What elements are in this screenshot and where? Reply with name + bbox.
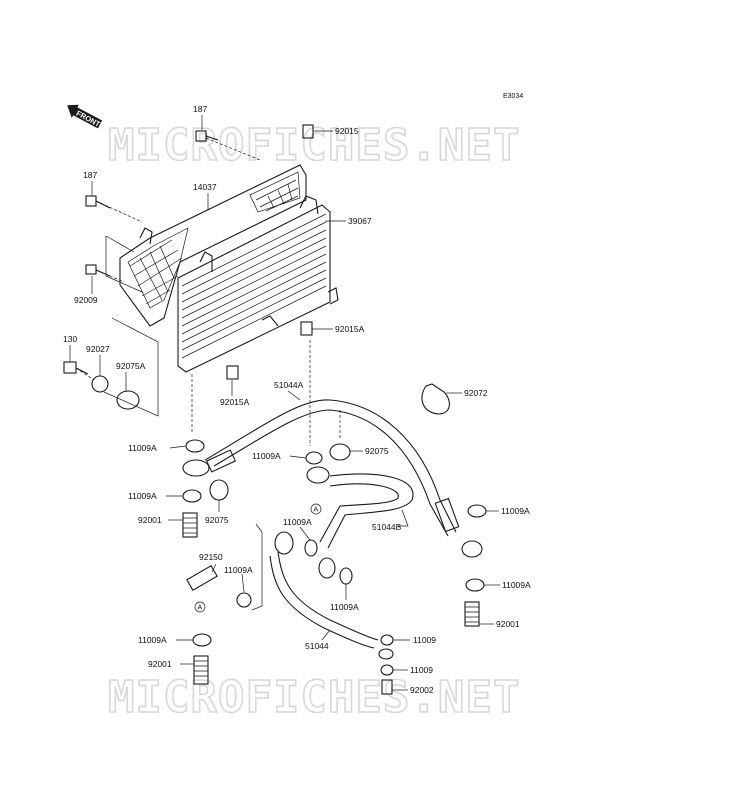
washer-11009A-icon bbox=[236, 592, 252, 608]
label-51044: 51044 bbox=[305, 641, 329, 651]
clip-92015-icon bbox=[302, 124, 314, 139]
banjo-fitting-51044A-right-icon bbox=[434, 497, 483, 558]
label-51044A: 51044A bbox=[274, 380, 304, 390]
grommet-92075-icon bbox=[209, 479, 229, 501]
bolt-92150-icon bbox=[186, 565, 218, 591]
label-92150: 92150 bbox=[199, 552, 223, 562]
front-label: FRONT bbox=[75, 109, 102, 129]
washer-11009A-icon bbox=[305, 451, 323, 465]
label-92001: 92001 bbox=[148, 659, 172, 669]
oil-cooler-radiator-icon bbox=[177, 195, 339, 373]
label-11009A: 11009A bbox=[501, 506, 530, 516]
label-11009A: 11009A bbox=[283, 517, 312, 527]
union-bolt-92001-icon bbox=[464, 601, 480, 627]
label-39067: 39067 bbox=[348, 216, 372, 226]
grommet-92075-icon bbox=[329, 443, 351, 461]
ref-marker-a: A bbox=[194, 601, 206, 613]
clip-92015A-bottom-icon bbox=[226, 365, 239, 380]
banjo-fitting-51044-icon bbox=[274, 531, 394, 660]
diagram-code: E3034 bbox=[503, 93, 523, 100]
ref-marker-a: A bbox=[310, 503, 322, 515]
label-11009A: 11009A bbox=[252, 451, 281, 461]
label-11009A: 11009A bbox=[128, 491, 157, 501]
label-92001: 92001 bbox=[496, 619, 520, 629]
label-92009: 92009 bbox=[74, 295, 98, 305]
label-11009: 11009 bbox=[413, 635, 436, 645]
label-92015A: 92015A bbox=[220, 397, 250, 407]
label-92015A: 92015A bbox=[335, 324, 365, 334]
label-11009A: 11009A bbox=[224, 565, 253, 575]
washer-11009-icon bbox=[380, 634, 394, 646]
label-11009A: 11009A bbox=[502, 580, 531, 590]
label-92075: 92075 bbox=[205, 515, 229, 525]
bolt-187-top-icon bbox=[195, 130, 219, 142]
union-bolt-92001-icon bbox=[182, 512, 198, 538]
watermark-bottom: MICROFICHES.NET bbox=[108, 672, 520, 723]
clip-92015A-top-icon bbox=[300, 321, 313, 336]
bolt-92002-icon bbox=[381, 679, 393, 695]
washer-11009A-icon bbox=[185, 439, 205, 453]
label-92075A: 92075A bbox=[116, 361, 146, 371]
washer-11009A-icon bbox=[182, 489, 202, 503]
label-11009A: 11009A bbox=[330, 602, 359, 612]
label-130: 130 bbox=[63, 334, 77, 344]
label-11009A: 11009A bbox=[128, 443, 157, 453]
label-92072: 92072 bbox=[464, 388, 488, 398]
label-11009: 11009 bbox=[410, 665, 433, 675]
washer-11009A-icon bbox=[304, 539, 318, 557]
watermark-top: MICROFICHES.NET bbox=[108, 120, 520, 171]
cooler-cover-icon bbox=[119, 164, 307, 327]
label-51044B: 51044B bbox=[372, 522, 402, 532]
collar-92027-icon bbox=[91, 375, 109, 393]
banjo-fitting-51044B-icon bbox=[306, 466, 336, 579]
washer-11009A-icon bbox=[467, 504, 487, 518]
svg-text:A: A bbox=[314, 507, 319, 514]
svg-text:A: A bbox=[198, 605, 203, 612]
label-92015: 92015 bbox=[335, 126, 359, 136]
union-bolt-92001-icon bbox=[193, 655, 209, 685]
washer-11009A-icon bbox=[192, 633, 212, 647]
grommet-92075A-icon bbox=[116, 390, 140, 410]
washer-11009A-icon bbox=[339, 567, 353, 585]
clamp-92072-icon bbox=[421, 383, 450, 415]
label-92075: 92075 bbox=[365, 446, 389, 456]
front-arrow-icon: FRONT bbox=[67, 104, 103, 129]
label-14037: 14037 bbox=[193, 182, 217, 192]
label-187: 187 bbox=[193, 104, 207, 114]
label-92001: 92001 bbox=[138, 515, 162, 525]
washer-11009A-icon bbox=[465, 578, 485, 592]
label-92002: 92002 bbox=[410, 685, 434, 695]
banjo-fitting-51044A-left-icon bbox=[182, 449, 237, 477]
label-92027: 92027 bbox=[86, 344, 110, 354]
label-11009A: 11009A bbox=[138, 635, 167, 645]
label-187: 187 bbox=[83, 170, 97, 180]
